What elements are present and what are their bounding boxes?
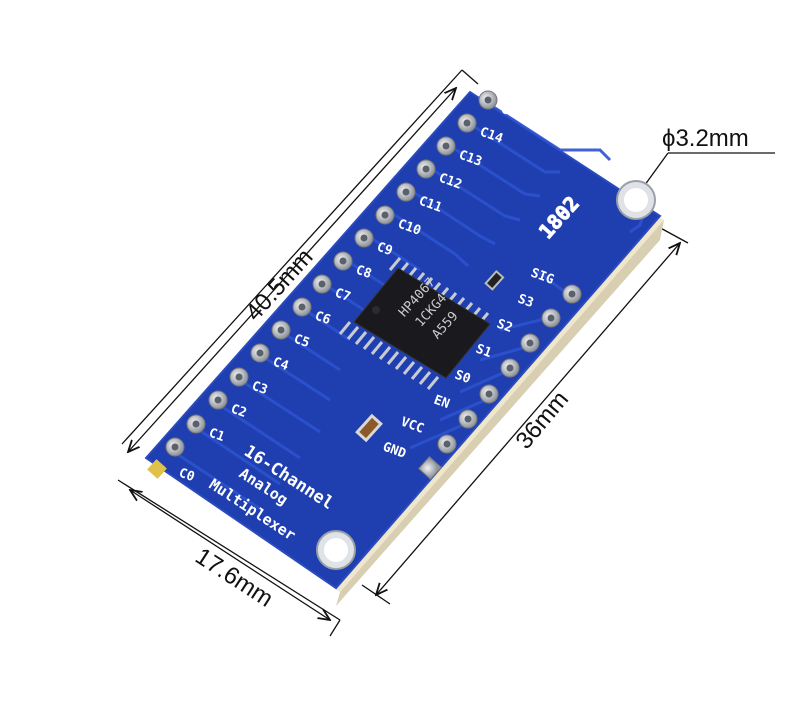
smd-resistor [484, 269, 505, 291]
control-pad-row [417, 284, 582, 481]
pin-label-s3: S3 [516, 292, 536, 311]
pin-label-c5: C5 [292, 332, 312, 351]
pin-label-c3: C3 [250, 379, 270, 398]
multiplexer-chip: HP4067 1CKG4 A559 [338, 257, 491, 390]
channel-labels: C15 C14 C13 C12 C11 C10 C9 C8 C7 C6 C5 C… [177, 102, 526, 486]
mounting-hole-bottom [316, 530, 356, 570]
mounting-hole-top [616, 180, 656, 220]
dimension-hole-diameter: ϕ3.2mm [633, 125, 775, 201]
pcb-board: HP4067 1CKG4 A559 C15 C14 C13 C12 C11 C1… [144, 90, 664, 606]
pin-label-s1: S1 [474, 342, 494, 362]
pin-label-s0: S0 [453, 368, 473, 388]
pin-label-c2: C2 [229, 402, 249, 421]
pin-label-c7: C7 [333, 286, 353, 305]
pin-label-c6: C6 [313, 309, 333, 329]
channel-pad-row [147, 90, 498, 479]
hole-diameter-label: ϕ3.2mm [662, 125, 749, 152]
smd-capacitor [355, 413, 383, 443]
pin-label-c1: C1 [207, 426, 227, 446]
pin-label-c4: C4 [271, 355, 291, 375]
pin-label-c0: C0 [177, 466, 197, 486]
pin-label-en: EN [432, 393, 452, 413]
pin-label-c9: C9 [375, 240, 395, 259]
pin-label-c8: C8 [354, 263, 374, 283]
pin-label-s2: S2 [495, 317, 515, 336]
